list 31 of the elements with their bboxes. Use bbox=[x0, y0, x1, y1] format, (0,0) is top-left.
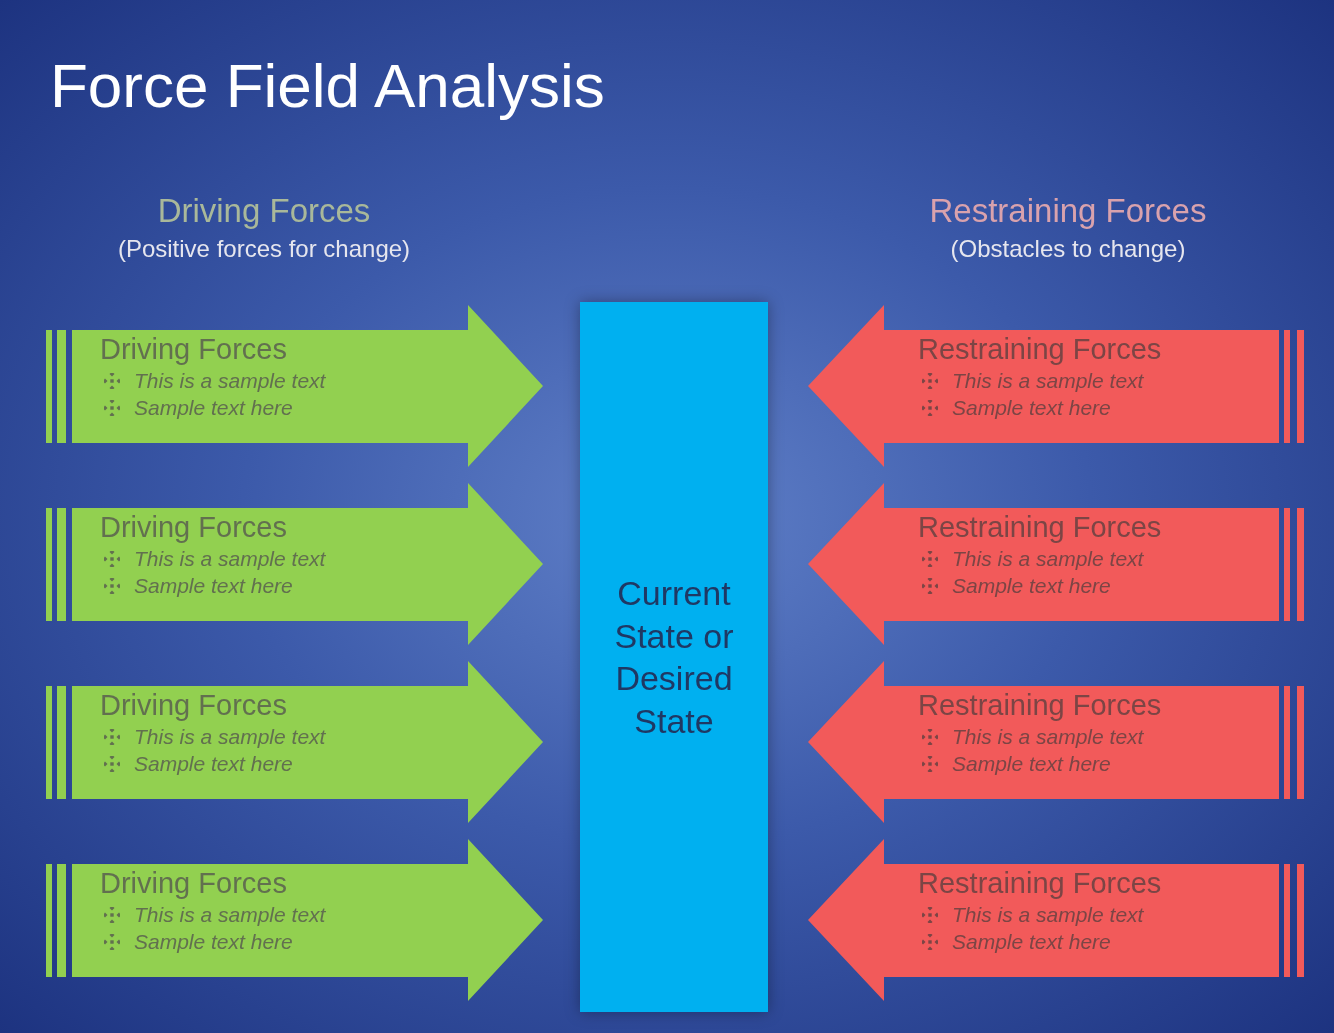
force-item: Sample text here bbox=[134, 930, 293, 954]
force-item: Sample text here bbox=[952, 396, 1111, 420]
force-item: Sample text here bbox=[952, 574, 1111, 598]
force-heading: Restraining Forces bbox=[918, 511, 1162, 544]
state-bar bbox=[580, 302, 768, 1012]
column-subheading: (Obstacles to change) bbox=[949, 235, 1187, 263]
force-item: Sample text here bbox=[952, 752, 1111, 776]
column-heading: Restraining Forces bbox=[928, 192, 1208, 230]
force-heading: Driving Forces bbox=[100, 333, 288, 366]
force-heading: Driving Forces bbox=[100, 689, 288, 722]
force-item: This is a sample text bbox=[952, 369, 1144, 393]
force-item: This is a sample text bbox=[134, 547, 326, 571]
force-item: Sample text here bbox=[134, 396, 293, 420]
force-heading: Restraining Forces bbox=[918, 689, 1162, 722]
force-item: This is a sample text bbox=[952, 547, 1144, 571]
force-heading: Restraining Forces bbox=[918, 867, 1162, 900]
force-item: Sample text here bbox=[134, 752, 293, 776]
force-item: This is a sample text bbox=[134, 903, 326, 927]
force-item: Sample text here bbox=[952, 930, 1111, 954]
slide-title: Force Field Analysis bbox=[50, 50, 605, 121]
column-subheading: (Positive forces for change) bbox=[116, 235, 412, 263]
force-heading: Driving Forces bbox=[100, 867, 288, 900]
state-label: Current State or Desired State bbox=[613, 573, 735, 742]
force-heading: Restraining Forces bbox=[918, 333, 1162, 366]
force-item: This is a sample text bbox=[134, 369, 326, 393]
force-item: This is a sample text bbox=[952, 725, 1144, 749]
force-item: This is a sample text bbox=[134, 725, 326, 749]
force-item: Sample text here bbox=[134, 574, 293, 598]
force-item: This is a sample text bbox=[952, 903, 1144, 927]
column-heading: Driving Forces bbox=[156, 192, 372, 230]
force-heading: Driving Forces bbox=[100, 511, 288, 544]
